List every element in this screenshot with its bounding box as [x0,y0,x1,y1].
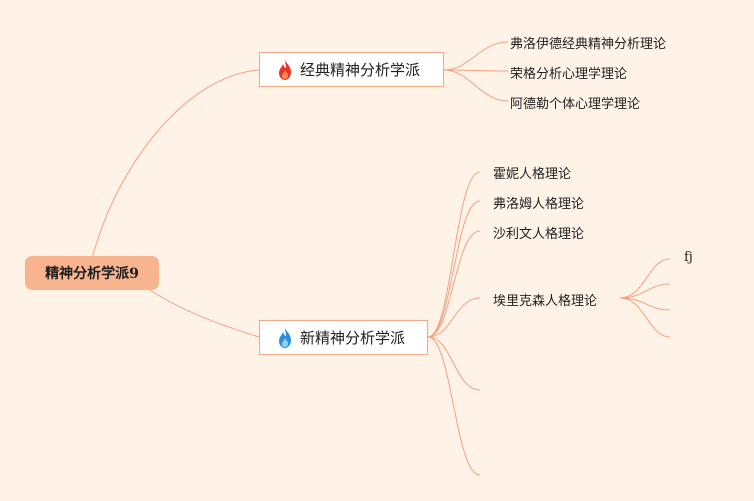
leaf-sullivan[interactable]: 沙利文人格理论 [493,227,585,242]
connector-new-6 [427,336,481,476]
branch-new-label: 新精神分析学派 [300,329,406,347]
leaf-jung[interactable]: 荣格分析心理学理论 [510,67,628,82]
leaf-freud[interactable]: 弗洛伊德经典精神分析理论 [510,37,667,52]
branch-new-node[interactable]: 新精神分析学派 [259,320,428,355]
branch-classic-node[interactable]: 经典精神分析学派 [259,52,444,87]
connector-new-3 [427,230,481,338]
leaf-fromm[interactable]: 弗洛姆人格理论 [493,197,585,212]
connector-new-1 [427,171,481,338]
connector-new-5 [427,336,481,391]
leaf-erikson[interactable]: 埃里克森人格理论 [493,294,598,309]
branch-classic-label: 经典精神分析学派 [300,61,421,79]
leaf-adler[interactable]: 阿德勒个体心理学理论 [510,97,641,112]
connector-erikson-1 [619,258,671,299]
connector-new-4 [427,297,481,338]
connector-classic-3 [443,69,509,102]
connector-root-new [149,289,260,338]
connector-erikson-2 [619,283,671,299]
fire-blue-icon [279,327,291,348]
connector-classic-2 [443,69,509,72]
connector-root-classic [91,69,260,260]
leaf-erikson-fj[interactable]: fj [684,250,693,265]
connector-classic-1 [443,41,509,71]
connector-new-2 [427,200,481,338]
root-node-label: 精神分析学派9 [45,266,139,282]
root-node[interactable]: 精神分析学派9 [25,256,159,290]
connector-erikson-4 [619,297,671,338]
fire-red-icon [279,59,291,80]
leaf-horney[interactable]: 霍妮人格理论 [493,167,572,182]
